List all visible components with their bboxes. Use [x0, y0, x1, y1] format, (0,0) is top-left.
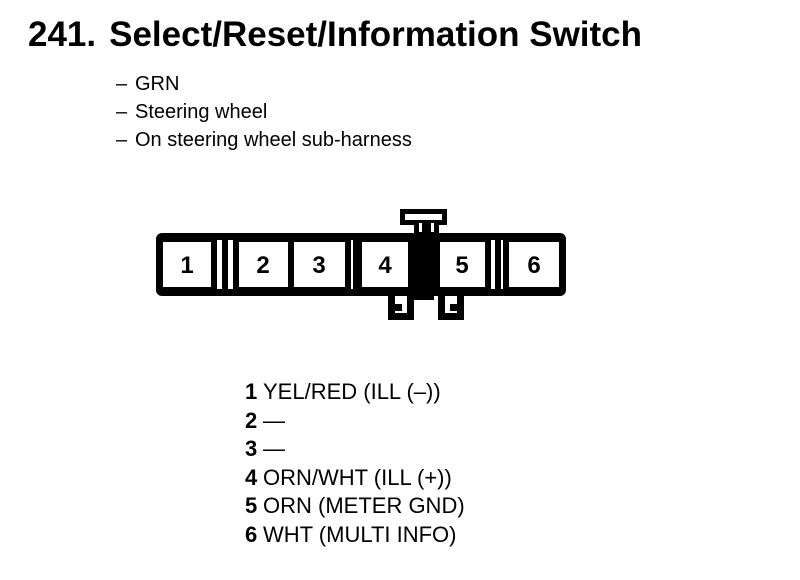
- pin-row: 6 WHT (MULTI INFO): [245, 521, 465, 550]
- cavity-number-3: 3: [312, 252, 325, 279]
- note-line: –On steering wheel sub-harness: [116, 126, 412, 154]
- pin-row: 2 —: [245, 407, 465, 436]
- lock-tab-top: [400, 209, 447, 235]
- note-dash: –: [116, 73, 128, 95]
- connector-cavities: [157, 236, 565, 293]
- hook-bottom-right: [438, 293, 464, 320]
- pin-wire-desc: ORN (METER GND): [263, 493, 465, 518]
- pin-wire-desc: ORN/WHT (ILL (+)): [263, 464, 452, 490]
- pin-row: 5 ORN (METER GND): [245, 492, 465, 521]
- cavity-number-2: 2: [256, 252, 269, 279]
- connector-diagram: 1 2 3 4 5 6: [150, 195, 580, 335]
- pin-row: 1 YEL/RED (ILL (–)): [245, 378, 465, 407]
- pin-wire-desc: —: [263, 436, 285, 461]
- connector-drawing-icon: 1 2 3 4 5 6: [156, 209, 566, 320]
- pin-wire-desc: YEL/RED (ILL (–)): [263, 379, 441, 404]
- pin-number: 4: [245, 464, 258, 490]
- cavity-number-4: 4: [378, 252, 392, 279]
- title-text: Select/Reset/Information Switch: [109, 15, 643, 54]
- page-title: 241. Select/Reset/Information Switch: [28, 17, 642, 52]
- note-text: GRN: [135, 73, 180, 95]
- pin-number: 1: [245, 379, 258, 404]
- item-number: 241.: [28, 15, 97, 54]
- note-dash: –: [116, 129, 128, 151]
- cavity-number-6: 6: [527, 252, 540, 279]
- note-text: On steering wheel sub-harness: [135, 129, 412, 151]
- pin-number: 5: [245, 493, 258, 518]
- pin-wire-desc: —: [263, 407, 285, 433]
- pin-number: 2: [245, 407, 258, 433]
- note-text: Steering wheel: [135, 101, 268, 123]
- pin-row: 3 —: [245, 435, 465, 464]
- pin-wire-table: 1 YEL/RED (ILL (–)) 2 — 3 — 4 ORN/WHT (I…: [245, 378, 465, 549]
- cavity-numbers: 1 2 3 4 5 6: [180, 252, 540, 279]
- note-line: –Steering wheel: [116, 98, 412, 126]
- note-line: –GRN: [116, 70, 412, 98]
- notes-list: –GRN –Steering wheel –On steering wheel …: [116, 70, 412, 154]
- center-key-block: [414, 234, 434, 300]
- cavity-number-1: 1: [180, 252, 193, 279]
- cavity-number-5: 5: [455, 252, 468, 279]
- pin-number: 6: [245, 521, 258, 547]
- note-dash: –: [116, 101, 128, 123]
- pin-wire-desc: WHT (MULTI INFO): [263, 521, 457, 547]
- hook-bottom-left: [388, 293, 414, 320]
- pin-row: 4 ORN/WHT (ILL (+)): [245, 464, 465, 493]
- pin-number: 3: [245, 436, 258, 461]
